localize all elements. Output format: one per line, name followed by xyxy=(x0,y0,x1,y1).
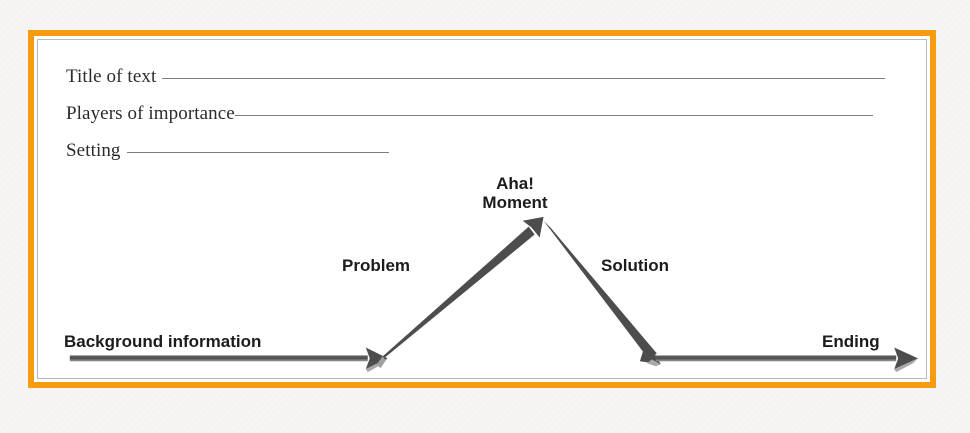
story-arc-diagram xyxy=(69,216,919,373)
label-ending: Ending xyxy=(822,332,880,351)
form-row-players: Players of importance xyxy=(66,103,873,125)
form-rule-players[interactable] xyxy=(234,115,873,116)
problem-arrow xyxy=(376,216,544,369)
ending-arrow xyxy=(655,347,919,373)
form-label-setting: Setting xyxy=(66,140,121,161)
label-problem: Problem xyxy=(342,256,411,275)
form-label-title: Title of text xyxy=(66,66,157,87)
form-row-title: Title of text xyxy=(66,66,886,88)
background-arrow xyxy=(69,347,388,373)
label-aha-line1: Aha! xyxy=(496,174,534,193)
form-row-setting: Setting xyxy=(66,140,389,162)
label-aha-moment: Aha! Moment xyxy=(460,174,570,212)
form-rule-setting[interactable] xyxy=(126,152,389,153)
orange-content-frame: Title of text Players of importance Sett… xyxy=(28,30,936,388)
label-aha-line2: Moment xyxy=(482,193,548,213)
label-background-information: Background information xyxy=(64,332,262,351)
form-label-players: Players of importance xyxy=(66,103,235,124)
form-rule-title[interactable] xyxy=(162,78,886,79)
label-solution: Solution xyxy=(601,256,669,275)
white-content-panel: Title of text Players of importance Sett… xyxy=(37,39,927,379)
solution-arrow xyxy=(543,220,661,367)
